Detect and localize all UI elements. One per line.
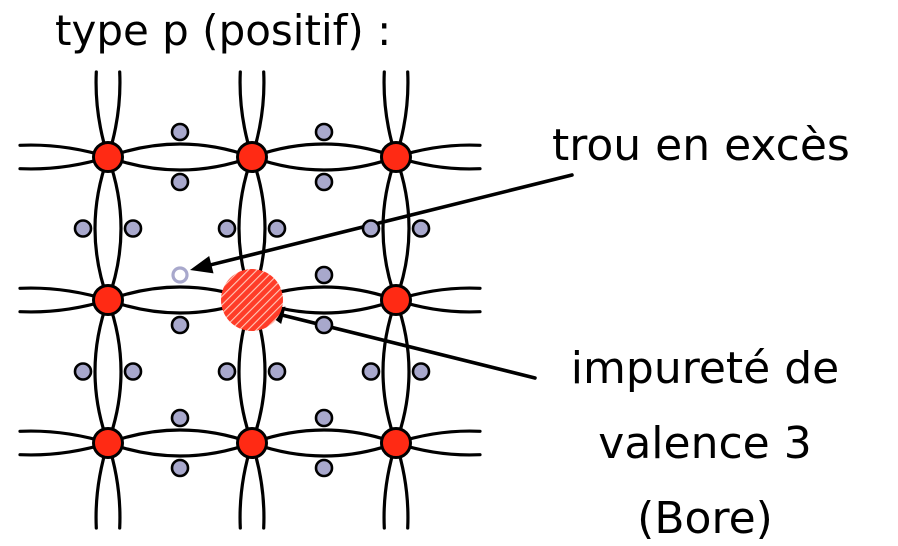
electron-h-r2-c1-top bbox=[314, 408, 334, 428]
hole-label: trou en excès bbox=[552, 120, 850, 171]
electron-h-r0-c1-bottom bbox=[314, 172, 334, 192]
electron-h-r1-c0-top bbox=[171, 266, 189, 284]
electron-h-r0-c0-bottom bbox=[170, 172, 190, 192]
diagram-title: type p (positif) : bbox=[55, 6, 392, 55]
electron-h-r2-c1-bottom bbox=[314, 458, 334, 478]
electron-v-c0-r0-left bbox=[73, 219, 93, 238]
electron-v-c0-r1-left bbox=[73, 362, 93, 381]
atom-r1-c2 bbox=[380, 284, 412, 316]
electron-v-c2-r0-right bbox=[411, 219, 431, 238]
electron-v-c1-r0-right bbox=[267, 219, 287, 238]
atom-r2-c0 bbox=[92, 427, 124, 459]
electron-h-r2-c0-top bbox=[170, 408, 190, 428]
atom-sites bbox=[92, 141, 412, 459]
atom-r0-c0 bbox=[92, 141, 124, 173]
electron-h-r1-c0-bottom bbox=[170, 315, 190, 335]
electron-h-r2-c0-bottom bbox=[170, 458, 190, 478]
electron-v-c0-r1-right bbox=[123, 362, 143, 381]
impurity-label-line-1: impureté de bbox=[570, 343, 840, 394]
annotation-arrows bbox=[190, 173, 574, 380]
atom-r0-c1 bbox=[236, 141, 268, 173]
arrow-to-impurity bbox=[262, 306, 537, 380]
electron-v-c1-r0-left bbox=[217, 219, 237, 238]
impurity-label-line-3: (Bore) bbox=[637, 493, 773, 544]
valence-electrons bbox=[73, 122, 431, 478]
impurity-label-line-2: valence 3 bbox=[598, 418, 812, 469]
electron-h-r1-c1-top bbox=[314, 265, 334, 285]
electron-h-r0-c0-top bbox=[170, 122, 190, 142]
atom-r2-c1 bbox=[236, 427, 268, 459]
electron-v-c2-r1-right bbox=[411, 362, 431, 381]
electron-h-r0-c1-top bbox=[314, 122, 334, 142]
electron-v-c1-r1-left bbox=[217, 362, 237, 381]
atom-r2-c2 bbox=[380, 427, 412, 459]
electron-v-c2-r0-left bbox=[361, 219, 381, 238]
electron-v-c1-r1-right bbox=[267, 362, 287, 381]
atom-r0-c2 bbox=[380, 141, 412, 173]
atom-r1-c0 bbox=[92, 284, 124, 316]
electron-h-r1-c1-bottom bbox=[314, 315, 334, 335]
impurity-atom-boron bbox=[221, 269, 283, 331]
arrow-to-hole bbox=[190, 173, 574, 274]
electron-v-c2-r1-left bbox=[361, 362, 381, 381]
electron-v-c0-r0-right bbox=[123, 219, 143, 238]
